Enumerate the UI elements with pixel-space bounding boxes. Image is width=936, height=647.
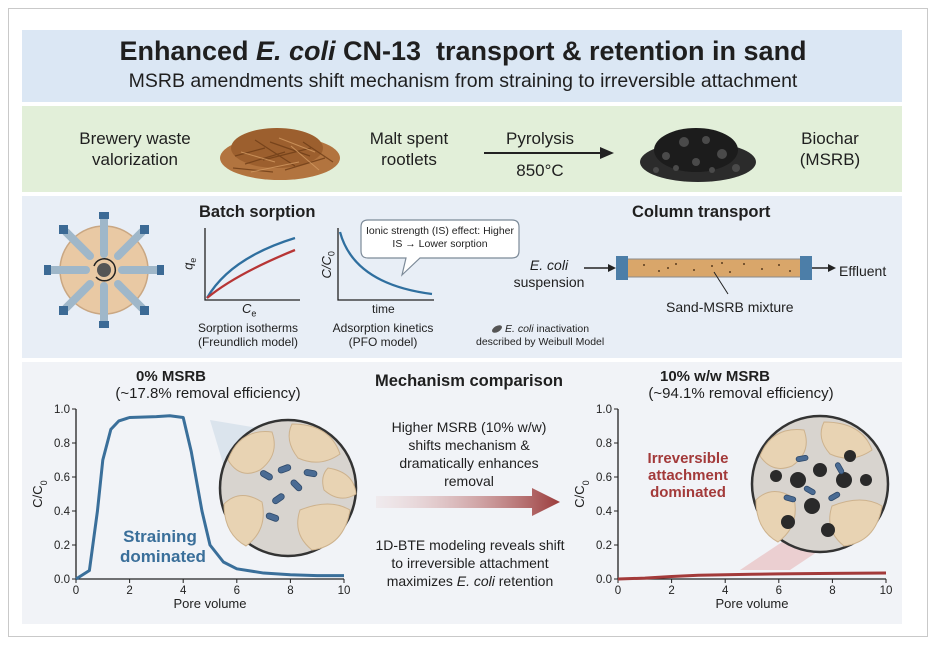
left-chart-subtitle: (~17.8% removal efficiency) — [115, 385, 301, 402]
right-chart-title: 10% w/w MSRB — [659, 368, 771, 385]
x-tick-label: 10 — [338, 585, 351, 597]
y-axis-label: C/C0 — [572, 480, 591, 507]
callout-text: Ionic strength (IS) effect: Higher IS → … — [365, 225, 515, 250]
x-tick-label: 2 — [668, 585, 674, 597]
y-tick-label: 1.0 — [596, 404, 612, 416]
source-label: Brewery waste valorization — [79, 129, 191, 169]
y-tick-label: 0.0 — [596, 574, 612, 586]
x-tick-label: 4 — [722, 585, 729, 597]
y-axis-label: C/C0 — [30, 480, 49, 507]
mechanism-text-1: Higher MSRB (10% w/w) shifts mechanism &… — [391, 419, 547, 489]
isotherm-caption: Sorption isotherms (Freundlich model) — [197, 321, 299, 349]
y-tick-label: 0.2 — [54, 540, 70, 552]
bacterium-icon — [492, 325, 502, 333]
left-zoom-view — [210, 418, 358, 558]
x-tick-label: 10 — [880, 585, 893, 597]
batch-heading: Batch sorption — [199, 203, 316, 221]
left-chart-title: 0% MSRB — [135, 368, 207, 385]
y-tick-label: 1.0 — [54, 404, 70, 416]
y-tick-label: 0.6 — [54, 472, 70, 484]
process-band — [22, 106, 902, 192]
media-label: Sand-MSRB mixture — [666, 299, 794, 315]
series-line-0-0 — [75, 414, 344, 581]
product-label: Biochar (MSRB) — [799, 129, 861, 169]
y-tick-label: 0.8 — [54, 438, 70, 450]
inactivation-line2: described by Weibull Model — [476, 336, 605, 348]
effluent-label: Effluent — [839, 263, 887, 279]
rotary-shaker-icon — [44, 212, 164, 328]
ionic-strength-callout — [360, 219, 520, 277]
column-heading: Column transport — [632, 203, 771, 221]
page-subtitle: MSRB amendments shift mechanism from str… — [128, 70, 798, 92]
y-tick-label: 0.4 — [596, 506, 613, 518]
y-tick-label: 0.8 — [596, 438, 612, 450]
y-tick-label: 0.2 — [596, 540, 612, 552]
pyrolysis-label: Pyrolysis — [505, 129, 575, 148]
x-tick-label: 0 — [615, 585, 621, 597]
mechanism-heading: Mechanism comparison — [375, 372, 563, 390]
isotherm-xlabel: Ce — [242, 301, 257, 319]
biochar-image — [640, 128, 756, 182]
column-diagram — [584, 256, 836, 295]
title-band — [22, 30, 902, 102]
x-tick-label: 8 — [829, 585, 835, 597]
comparison-arrow — [376, 488, 560, 516]
x-tick-label: 2 — [126, 585, 132, 597]
rootlets-image — [220, 128, 340, 180]
y-tick-label: 0.4 — [54, 506, 71, 518]
x-tick-label: 6 — [234, 585, 240, 597]
x-axis-label: Pore volume — [716, 596, 789, 611]
left-annotation: Straining dominated — [120, 527, 206, 566]
x-tick-label: 0 — [73, 585, 79, 597]
material-label: Malt spent rootlets — [369, 129, 449, 169]
x-tick-label: 4 — [180, 585, 187, 597]
series-line-1-0 — [617, 571, 887, 581]
x-tick-label: 6 — [776, 585, 782, 597]
y-tick-label: 0.0 — [54, 574, 70, 586]
mechanism-text-2: 1D-BTE modeling reveals shift to irrever… — [375, 537, 565, 589]
isotherm-plot — [204, 228, 300, 301]
page-title: Enhanced E. coli CN-13 transport & reten… — [119, 36, 807, 66]
right-annotation: Irreversible attachment dominated — [647, 450, 729, 501]
temperature-label: 850°C — [516, 161, 564, 180]
pyrolysis-arrow — [484, 147, 614, 159]
kinetics-plot — [337, 228, 434, 301]
x-axis-label: Pore volume — [174, 596, 247, 611]
kinetics-caption: Adsorption kinetics (PFO model) — [332, 321, 434, 349]
right-zoom-view — [740, 414, 890, 570]
kinetics-xlabel: time — [372, 302, 395, 316]
inactivation-label: E. coli inactivation — [505, 323, 590, 335]
right-chart-subtitle: (~94.1% removal efficiency) — [648, 385, 834, 402]
x-tick-label: 8 — [287, 585, 293, 597]
y-tick-label: 0.6 — [596, 472, 612, 484]
